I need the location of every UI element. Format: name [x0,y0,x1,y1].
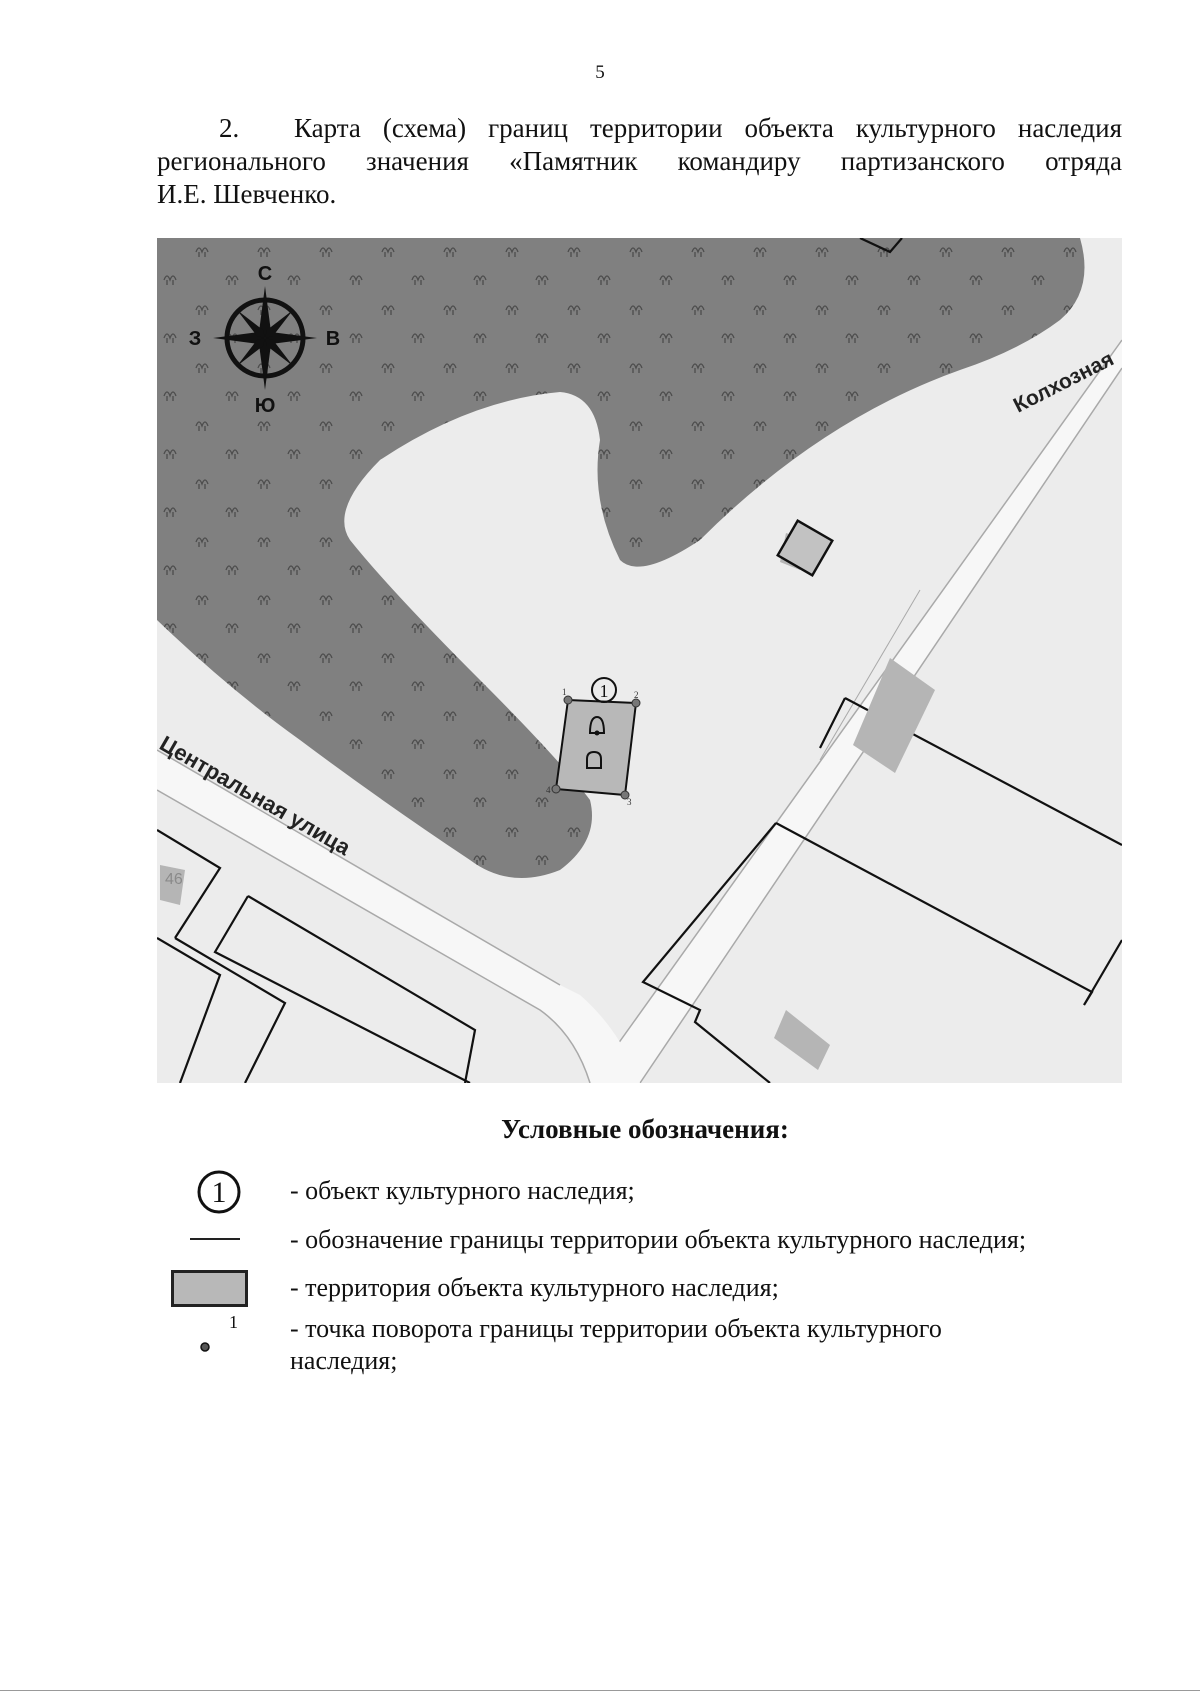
central-street [157,749,640,1083]
object-number-marker [591,677,617,703]
map-title-line-3: И.Е. Шевченко. [157,179,337,209]
heritage-territory: 1 2 3 4 1 [546,677,641,807]
page-bottom-edge [0,1690,1200,1691]
boundary-point-2 [631,698,641,708]
svg-text:4: 4 [546,785,551,795]
svg-text:З: З [189,328,202,350]
kolkhoznaya-street-label: Колхозная [1010,347,1118,417]
small-structure [776,519,834,577]
object-number-legend-icon: 1 [195,1168,243,1221]
svg-text:С: С [258,263,272,285]
legend-item-territory: - территория объекта культурного наследи… [290,1273,779,1302]
turning-point-legend-icon: 1 [195,1312,245,1361]
boundary-point-3 [620,790,630,800]
legend-item-boundary: - обозначение границы территории объекта… [290,1225,1027,1254]
svg-text:1: 1 [562,687,567,697]
svg-text:1: 1 [229,1312,238,1332]
territory-legend-icon [171,1270,248,1307]
map-title-line-2: регионального значения «Памятник команди… [157,146,1122,176]
svg-text:2: 2 [634,690,639,700]
item-number: 2. [219,113,240,143]
monument-bell-icon [588,715,606,734]
building-footprints [160,533,935,1070]
compass-rose-icon: С Ю З В [189,263,340,417]
svg-text:1: 1 [600,681,609,701]
boundary-point-4 [551,784,561,794]
map-background [157,238,1122,1083]
map-title-line-1: 2.Карта (схема) границ территории объект… [157,112,1122,145]
legend-item-turning-point: - точка поворота границы территории объе… [290,1314,942,1375]
central-street-label: Центральная улица [156,731,356,861]
house-number-label: 46 [165,871,183,888]
monument-icon [586,750,602,769]
legend-title: Условные обозначения: [501,1114,789,1144]
boundary-point-1 [563,695,573,705]
boundary-line-legend-icon [190,1238,240,1240]
svg-text:В: В [326,328,340,350]
forest-area [157,238,1085,878]
legend-item-object: - объект культурного наследия; [290,1176,635,1205]
svg-text:Ю: Ю [255,395,276,417]
svg-text:3: 3 [627,797,632,807]
map-title: 2.Карта (схема) границ территории объект… [157,112,1122,211]
page-number: 5 [595,62,605,83]
kolkhoznaya-street [589,339,1122,1083]
svg-text:1: 1 [212,1176,227,1209]
parcel-outlines [157,238,1122,1083]
